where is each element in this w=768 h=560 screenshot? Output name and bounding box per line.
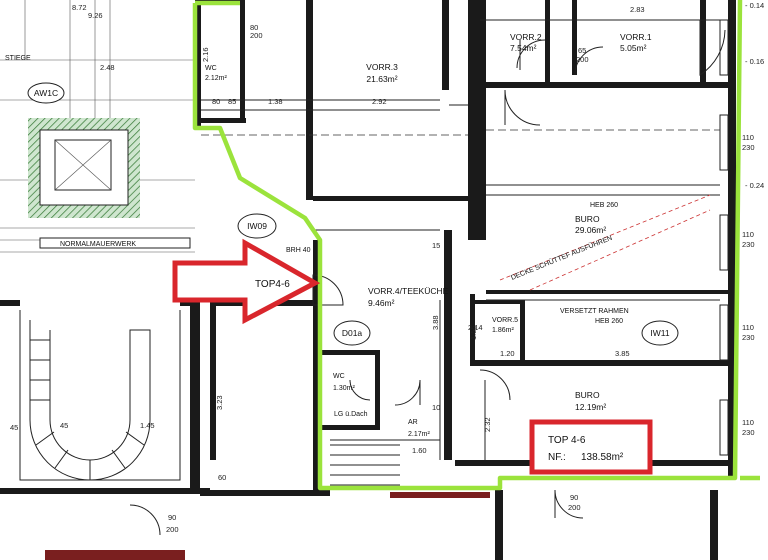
dim-138: 1.38 bbox=[268, 97, 283, 106]
room-buro-top-name: BURO bbox=[575, 214, 600, 224]
dim-926: 9.26 bbox=[88, 11, 103, 20]
dim-200: 200 bbox=[166, 525, 179, 534]
info-box-value: 138.58m² bbox=[581, 452, 624, 463]
dim-232: 2.32 bbox=[483, 417, 492, 432]
room-labels: WC 2.12m² VORR.3 21.63m² VORR.2 7.54m² V… bbox=[205, 32, 652, 438]
room-vorr2-name: VORR.2 bbox=[510, 32, 542, 42]
dim-200d: 200 bbox=[568, 503, 581, 512]
info-box-line1: TOP 4-6 bbox=[548, 435, 586, 446]
dim-110a: 110 bbox=[742, 133, 754, 142]
dim-110c: 110 bbox=[742, 323, 754, 332]
room-vorr3-area: 21.63m² bbox=[366, 74, 397, 84]
room-wc-bottom-name: WC bbox=[333, 373, 345, 380]
room-buro-bottom-name: BURO bbox=[575, 390, 600, 400]
room-ar-name: AR bbox=[408, 419, 418, 426]
dim-45: 45 bbox=[10, 423, 18, 432]
dim-200b: 200 bbox=[576, 55, 589, 64]
dim-014: - 0.14 bbox=[745, 1, 764, 10]
spiral-staircase bbox=[19, 310, 181, 481]
aw1c-label: AW1C bbox=[34, 88, 58, 98]
dim-230b: 230 bbox=[742, 240, 755, 249]
normal-note: NORMALMAUERWERK bbox=[60, 241, 136, 248]
iw11-tag bbox=[641, 320, 679, 346]
dim-016: - 0.16 bbox=[745, 57, 764, 66]
arrow-label: TOP4-6 bbox=[255, 279, 290, 290]
dim-230c: 230 bbox=[742, 333, 755, 342]
dim-45b: 45 bbox=[60, 421, 68, 430]
dim-283: 2.83 bbox=[630, 5, 645, 14]
iw09-tag bbox=[237, 213, 277, 239]
dim-120: 1.20 bbox=[500, 349, 515, 358]
adjacent-unit-marker bbox=[45, 550, 185, 560]
dim-230a: 230 bbox=[742, 143, 755, 152]
info-box: TOP 4-6 NF.: 138.58m² bbox=[529, 419, 653, 475]
stiege-note: STIEGE bbox=[5, 55, 31, 62]
interior-lines bbox=[201, 19, 720, 486]
iw11-label: IW11 bbox=[650, 328, 669, 338]
unit-boundary bbox=[192, 0, 743, 491]
dim-024: - 0.24 bbox=[745, 181, 764, 190]
room-vorr3-name: VORR.3 bbox=[366, 62, 398, 72]
dim-15: 15 bbox=[432, 241, 440, 250]
dim-155: 1.55 bbox=[469, 325, 478, 340]
dim-65: 65 bbox=[578, 46, 586, 55]
heb260-note: HEB 260 bbox=[595, 318, 623, 325]
dim-872: 8.72 bbox=[72, 3, 87, 12]
room-vorr4-area: 9.46m² bbox=[368, 298, 395, 308]
room-vorr1-area: 5.05m² bbox=[620, 43, 647, 53]
dim-160: 1.60 bbox=[412, 446, 427, 455]
iw09-label: IW09 bbox=[247, 221, 267, 231]
dim-230d: 230 bbox=[742, 428, 755, 437]
room-wc-top-name: WC bbox=[205, 65, 217, 72]
info-box-nf: NF.: bbox=[548, 452, 566, 463]
heb260b-note: HEB 260 bbox=[590, 202, 618, 209]
dim-145: 1.45 bbox=[140, 421, 155, 430]
room-buro-top-area: 29.06m² bbox=[575, 225, 606, 235]
dim-214: 2.14 bbox=[468, 323, 483, 332]
dim-110d: 110 bbox=[742, 418, 754, 427]
dim-216: 2.16 bbox=[201, 47, 210, 62]
dim-323: 3.23 bbox=[215, 395, 224, 410]
room-vorr5-name: VORR.5 bbox=[492, 317, 518, 324]
d01a-tag bbox=[333, 320, 371, 346]
room-vorr4-name: VORR.4/TEEKÜCHE bbox=[368, 286, 449, 296]
room-ar-area: 2.17m² bbox=[408, 431, 430, 438]
dim-385: 3.85 bbox=[615, 349, 630, 358]
dim-80: 80 bbox=[212, 97, 220, 106]
decke-note: DECKE SCHÜTTEF AUSFÜHREN bbox=[510, 234, 614, 282]
dim-248: 2.48 bbox=[100, 63, 115, 72]
dimensions: 2.83 2.92 1.38 80 85 - 0.14 - 0.16 - 0.2… bbox=[201, 1, 764, 512]
dim-90: 90 bbox=[168, 513, 176, 522]
dim-80b: 80 bbox=[250, 23, 258, 32]
dim-85: 85 bbox=[228, 97, 236, 106]
d01a-label: D01a bbox=[342, 328, 363, 338]
lg-note: LG ü.Dach bbox=[334, 411, 368, 418]
tags: IW09 D01a IW11 bbox=[237, 213, 679, 346]
dim-110b: 110 bbox=[742, 230, 754, 239]
left-area: AW1C STIEGE NORMALMAUERWERK 45 45 1.45 bbox=[0, 0, 210, 560]
dim-292: 2.92 bbox=[372, 97, 387, 106]
top-arrow: TOP4-6 bbox=[172, 238, 321, 325]
room-vorr1-name: VORR.1 bbox=[620, 32, 652, 42]
room-vorr2-area: 7.54m² bbox=[510, 43, 537, 53]
room-vorr5-area: 1.86m² bbox=[492, 327, 514, 334]
dim-388: 3.88 bbox=[431, 315, 440, 330]
versetzt-note: VERSETZT RAHMEN bbox=[560, 308, 629, 315]
brh-note: BRH 40 bbox=[286, 247, 311, 254]
dim-90b: 90 bbox=[570, 493, 578, 502]
room-buro-bottom-area: 12.19m² bbox=[575, 402, 606, 412]
room-wc-top-area: 2.12m² bbox=[205, 75, 227, 82]
aw1c-tag bbox=[27, 82, 65, 104]
room-wc-bottom-area: 1.30m² bbox=[333, 385, 355, 392]
dim-10: 10 bbox=[432, 403, 440, 412]
dim-60: 60 bbox=[218, 473, 226, 482]
dim-200c: 200 bbox=[250, 31, 263, 40]
